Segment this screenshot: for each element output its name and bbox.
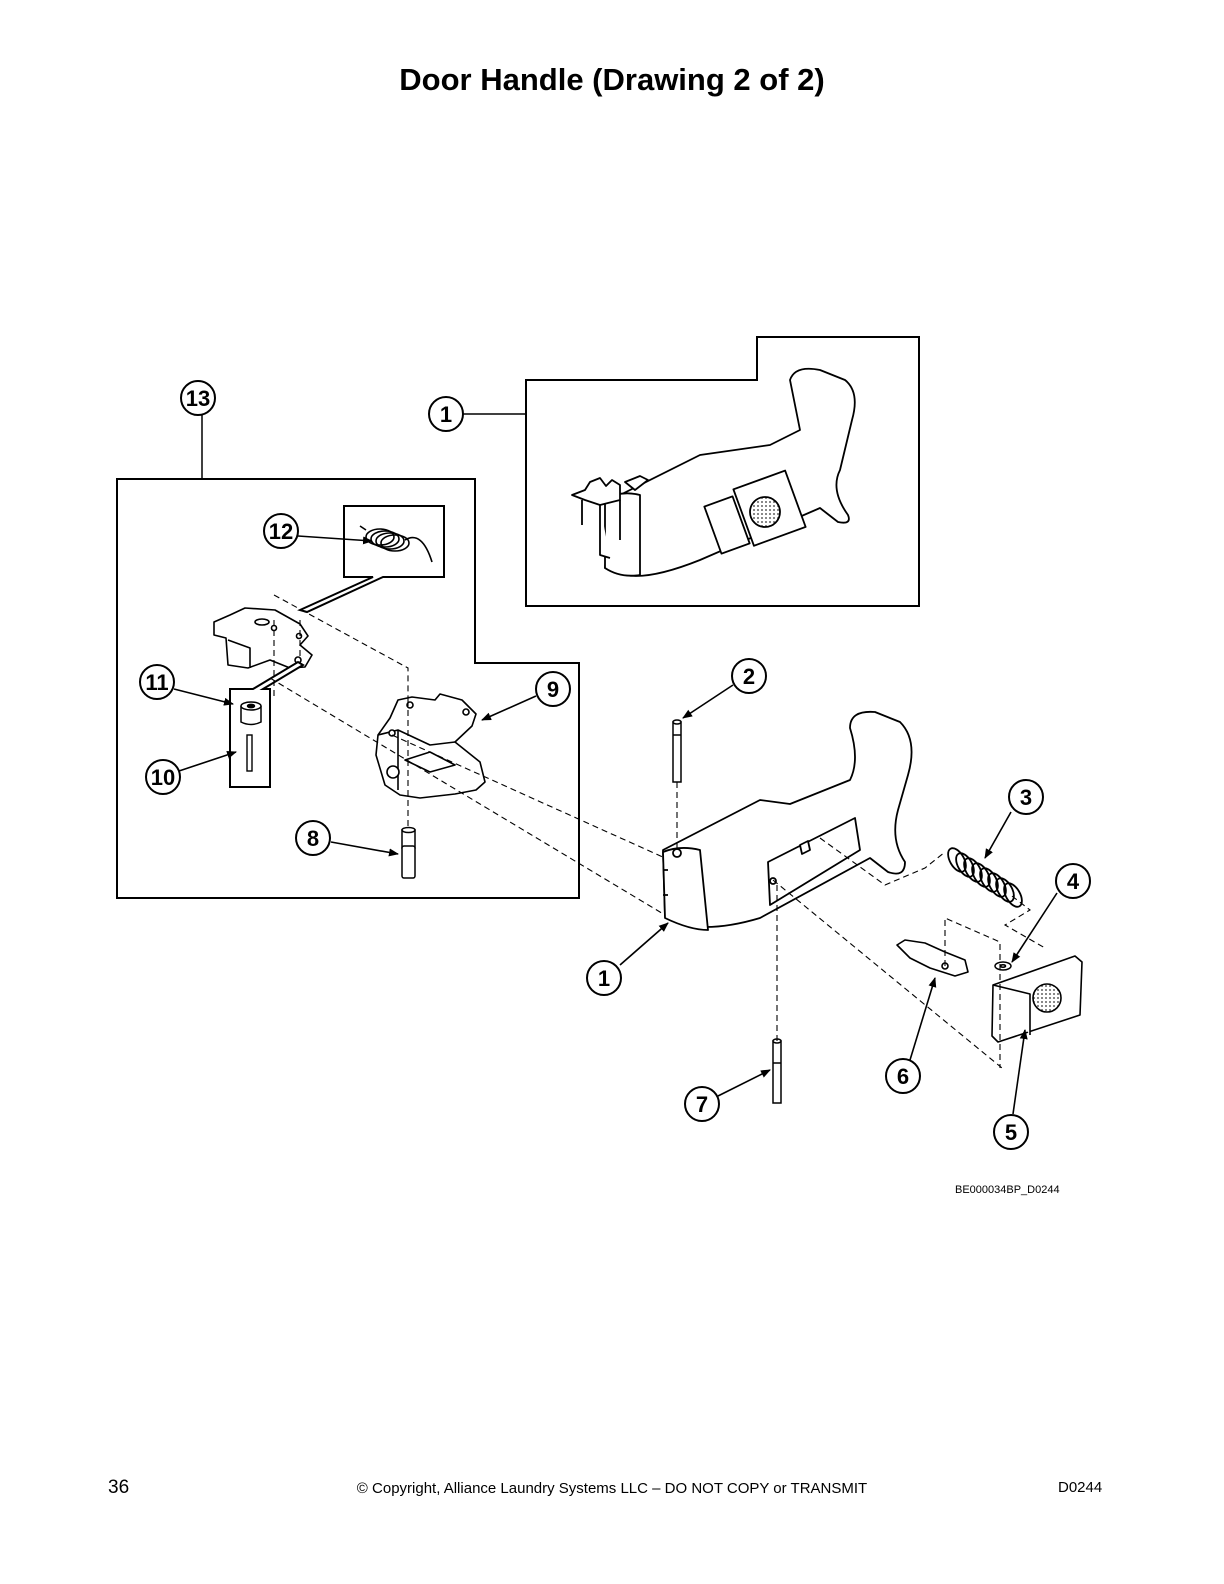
callout-4: 4 [1055, 863, 1091, 899]
assembly-guide-lines [269, 594, 1046, 1069]
svg-text:1: 1 [440, 402, 452, 427]
document-code: D0244 [1058, 1479, 1103, 1496]
latch-lever-part [213, 607, 313, 669]
pin-2-part [672, 719, 682, 783]
handle-inset-frame [525, 336, 920, 607]
callout-1-bottom: 1 [586, 960, 622, 996]
main-handle-part [662, 710, 913, 931]
svg-text:4: 4 [1067, 869, 1080, 894]
callout-11: 11 [139, 664, 175, 700]
svg-text:12: 12 [269, 519, 293, 544]
svg-text:13: 13 [186, 386, 210, 411]
pin-7-part [772, 1038, 782, 1104]
callout-13: 13 [180, 380, 216, 416]
svg-text:3: 3 [1020, 785, 1032, 810]
callout-1-top: 1 [428, 396, 464, 432]
compression-spring-part [947, 847, 1023, 908]
callout-10: 10 [145, 759, 181, 795]
page-number: 36 [108, 1477, 130, 1498]
push-button-part [991, 955, 1083, 1043]
callout-5: 5 [993, 1114, 1029, 1150]
callout-7: 7 [684, 1086, 720, 1122]
svg-text:5: 5 [1005, 1120, 1017, 1145]
pin-inset-frame [229, 660, 305, 788]
svg-text:9: 9 [547, 677, 559, 702]
svg-text:10: 10 [151, 765, 175, 790]
svg-text:6: 6 [897, 1064, 909, 1089]
assembly-13-frame [116, 478, 580, 899]
svg-text:2: 2 [743, 664, 755, 689]
bushing-part [240, 701, 262, 726]
callout-8: 8 [295, 820, 331, 856]
svg-text:8: 8 [307, 826, 319, 851]
page-title: Door Handle (Drawing 2 of 2) [399, 62, 825, 97]
leader-arrows [173, 535, 1058, 1115]
svg-text:11: 11 [145, 670, 168, 695]
trigger-plate-part [896, 939, 969, 977]
drawing-reference: BE000034BP_D0244 [955, 1184, 1060, 1196]
spring-inset-frame [297, 505, 445, 614]
washer-part [994, 961, 1012, 971]
callout-3: 3 [1008, 779, 1044, 815]
svg-text:7: 7 [696, 1092, 708, 1117]
copyright-notice: © Copyright, Alliance Laundry Systems LL… [356, 1480, 868, 1497]
callout-12: 12 [263, 513, 299, 549]
svg-text:1: 1 [598, 966, 610, 991]
latch-housing-part [375, 693, 486, 799]
callout-2: 2 [731, 658, 767, 694]
pin-8-part [401, 826, 416, 879]
callout-9: 9 [535, 671, 571, 707]
callout-6: 6 [885, 1058, 921, 1094]
handle-inset-drawing [571, 367, 856, 577]
small-pin-part [246, 734, 253, 772]
